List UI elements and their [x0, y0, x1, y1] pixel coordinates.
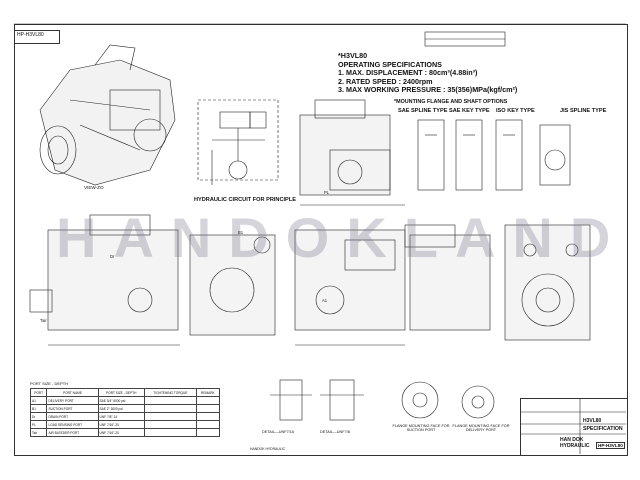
cell: UNF 7/16"-20: [97, 420, 146, 429]
port-label-a1: A1: [322, 298, 328, 303]
table-row: A1 DELIVERY PORT SAE 3/4" 6000 psi: [29, 396, 221, 405]
detail-caption-4: FLANGE MOUNTING FACE FOR DELIVERY PORT: [452, 424, 510, 432]
spec-line-pressure: 3. MAX WORKING PRESSURE : 35(356)MPa(kgf…: [338, 85, 518, 95]
document-number: HP-H3VL80: [596, 442, 625, 449]
cell: DELIVERY PORT: [46, 396, 99, 405]
table-row: Dr DRAIN PORT UNF 7/8"-14: [29, 412, 221, 421]
cell: SUCTION PORT: [46, 404, 99, 413]
option-sae-key: SAE KEY TYPE: [449, 108, 490, 114]
pump-side-view: [299, 99, 405, 206]
footer-text: HANDOK HYDRAULIC: [250, 447, 286, 451]
port-label-dr: Dr: [110, 254, 115, 259]
cell: LOAD SENSING PORT: [46, 420, 99, 429]
remark-header: REMARK: [195, 388, 221, 397]
cell: [144, 404, 197, 413]
cell: UNF 7/16"-20: [97, 428, 146, 437]
company-line-1: HAN DOK: [560, 437, 584, 443]
cell: [144, 420, 197, 429]
spec-section-title: OPERATING SPECIFICATIONS: [338, 59, 442, 69]
table-row: PL LOAD SENSING PORT UNF 7/16"-20: [29, 420, 221, 429]
port-label-tair: Tair: [40, 318, 47, 323]
model-heading: *H3VL80: [338, 51, 368, 60]
hydraulic-circuit-diagram: [197, 99, 279, 185]
cell: [195, 428, 221, 437]
drawing-tag: HP-H3VL80: [14, 30, 60, 44]
view-label: VIEW-ZO: [84, 185, 104, 190]
detail-caption-2: DETAIL—UNF7/8: [320, 430, 350, 434]
pump-right-view: [404, 224, 491, 331]
cell: SAE 2" 3000 psi: [97, 404, 146, 413]
mounting-flange-view: [504, 224, 591, 341]
port-size-table: PORT PORT NAME PORT SIZE - DEPTH TIGHTEN…: [29, 388, 221, 437]
pump-front-elevation: [29, 214, 180, 346]
spec-line-displacement: 1. MAX. DISPLACEMENT : 80cm³(4.88in³): [338, 68, 478, 78]
cell: Tair: [29, 428, 48, 437]
cell: [144, 396, 197, 405]
company-name: HAN DOK HYDRAULIC: [560, 437, 589, 449]
cell: [144, 412, 197, 421]
port-details: [270, 379, 495, 421]
port-label-pl: PL: [324, 190, 330, 195]
company-line-2: HYDRAULIC: [560, 443, 590, 449]
cell: B1: [29, 404, 48, 413]
title-block: [520, 398, 628, 456]
option-sae-spline: SAE SPLINE TYPE: [398, 108, 448, 114]
cell: [144, 428, 197, 437]
cell: AIR BLEEDER PORT: [46, 428, 99, 437]
cell: UNF 7/8"-14: [97, 412, 146, 421]
spec-line-speed: 2. RATED SPEED : 2400rpm: [338, 76, 433, 86]
option-jis-spline: JIS SPLINE TYPE: [560, 108, 607, 114]
shaft-option-views: [417, 119, 571, 191]
title-label: SPECIFICATION: [583, 426, 623, 432]
cell: SAE 3/4" 6000 psi: [97, 396, 146, 405]
title-model: H3VL80: [583, 418, 602, 424]
pump-end-view: [189, 234, 276, 336]
cell: [195, 412, 221, 421]
port-size-header: PORT SIZE - DEPTH: [97, 388, 146, 397]
cell: PL: [29, 420, 48, 429]
table-row: B1 SUCTION PORT SAE 2" 3000 psi: [29, 404, 221, 413]
option-iso-key: ISO KEY TYPE: [496, 108, 535, 114]
isometric-pump-view: [39, 44, 176, 186]
cell: [195, 396, 221, 405]
detail-caption-3: FLANGE MOUNTING FACE FOR SUCTION PORT: [392, 424, 450, 432]
drawing-border: [14, 24, 628, 456]
drawing-tag-text: HP-H3VL80: [17, 32, 44, 38]
cell: [195, 404, 221, 413]
port-header: PORT: [29, 388, 48, 397]
port-size-title: PORT SIZE - DEPTH: [30, 381, 69, 386]
mounting-options-title: *MOUNTING FLANGE AND SHAFT OPTIONS: [394, 99, 508, 105]
cell: A1: [29, 396, 48, 405]
table-row: Tair AIR BLEEDER PORT UNF 7/16"-20: [29, 428, 221, 437]
port-label-b1: B1: [238, 230, 244, 235]
operating-specifications: *H3VL80 OPERATING SPECIFICATIONS 1. MAX.…: [338, 51, 518, 95]
cell: [195, 420, 221, 429]
detail-caption-1: DETAIL—UNF7/16: [262, 430, 295, 434]
torque-header: TIGHTENING TORQUE: [144, 388, 197, 397]
cell: DRAIN PORT: [46, 412, 99, 421]
port-table-header-row: PORT PORT NAME PORT SIZE - DEPTH TIGHTEN…: [29, 388, 221, 397]
cell: Dr: [29, 412, 48, 421]
watermark: HANDOKLAND: [56, 206, 628, 269]
port-name-header: PORT NAME: [46, 388, 99, 397]
circuit-title: HYDRAULIC CIRCUIT FOR PRINCIPLE: [194, 197, 296, 203]
pump-top-view: [294, 229, 406, 346]
